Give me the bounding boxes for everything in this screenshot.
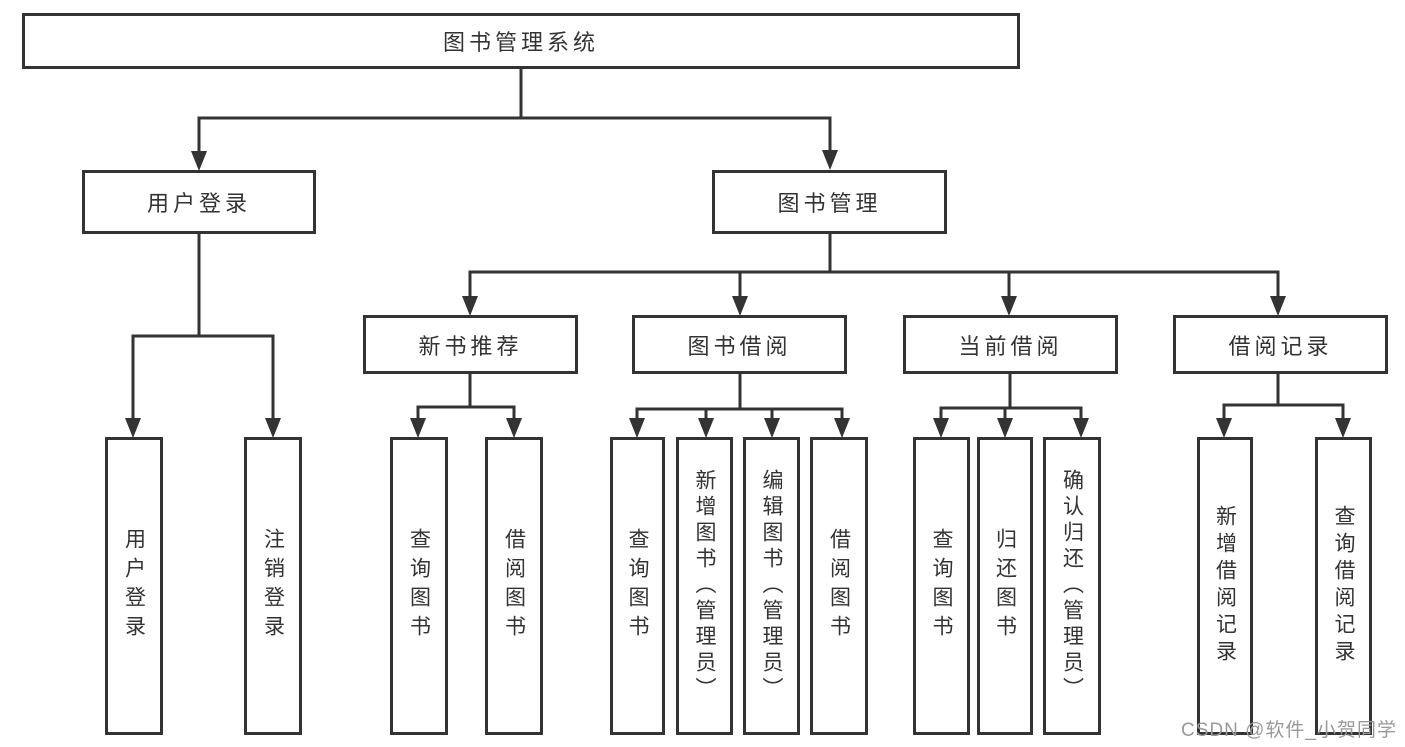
leaf-add-books-admin: 新增图书（管理员） [676,437,733,735]
node-book-borrow: 图书借阅 [632,315,847,374]
leaf-user-login-label: 用户登录 [122,528,146,644]
leaf-logout: 注销登录 [244,437,302,735]
node-root: 图书管理系统 [22,13,1020,69]
leaf-query-books-borrow: 查询图书 [610,437,665,735]
leaf-query-borrow-record: 查询借阅记录 [1315,437,1372,735]
node-user-login-label: 用户登录 [146,191,251,216]
leaf-query-books-current-label: 查询图书 [930,528,953,644]
leaf-edit-books-admin: 编辑图书（管理员） [743,437,800,735]
node-new-book-recommend: 新书推荐 [363,315,578,374]
node-current-borrow-label: 当前借阅 [958,333,1063,359]
node-current-borrow: 当前借阅 [903,315,1118,374]
leaf-query-books-recommend-label: 查询图书 [407,528,431,644]
leaf-add-borrow-record: 新增借阅记录 [1197,437,1253,735]
leaf-return-books-label: 归还图书 [993,528,1017,644]
leaf-query-books-recommend: 查询图书 [390,437,448,735]
leaf-query-borrow-record-label: 查询借阅记录 [1332,505,1355,667]
leaf-borrow-books-label: 借阅图书 [827,528,851,644]
node-new-book-recommend-label: 新书推荐 [418,333,523,359]
leaf-confirm-return-admin-label: 确认归还（管理员） [1060,469,1084,703]
node-root-label: 图书管理系统 [442,30,599,55]
leaf-edit-books-admin-label: 编辑图书（管理员） [760,469,783,703]
leaf-query-books-borrow-label: 查询图书 [626,528,649,644]
leaf-confirm-return-admin: 确认归还（管理员） [1043,437,1101,735]
leaf-add-borrow-record-label: 新增借阅记录 [1213,505,1237,667]
csdn-watermark: CSDN @软件_小贺同学 [1181,720,1397,741]
node-borrow-records: 借阅记录 [1173,315,1388,374]
node-book-management-label: 图书管理 [777,191,882,216]
node-book-borrow-label: 图书借阅 [687,333,792,359]
leaf-user-login: 用户登录 [105,437,163,735]
leaf-logout-label: 注销登录 [261,528,285,644]
node-user-login: 用户登录 [82,170,316,234]
leaf-borrow-books-recommend: 借阅图书 [485,437,543,735]
node-borrow-records-label: 借阅记录 [1228,333,1333,359]
leaf-query-books-current: 查询图书 [913,437,970,735]
leaf-return-books: 归还图书 [977,437,1033,735]
leaf-borrow-books-recommend-label: 借阅图书 [502,528,526,644]
leaf-borrow-books: 借阅图书 [810,437,868,735]
node-book-management: 图书管理 [712,170,947,234]
leaf-add-books-admin-label: 新增图书（管理员） [693,469,716,703]
